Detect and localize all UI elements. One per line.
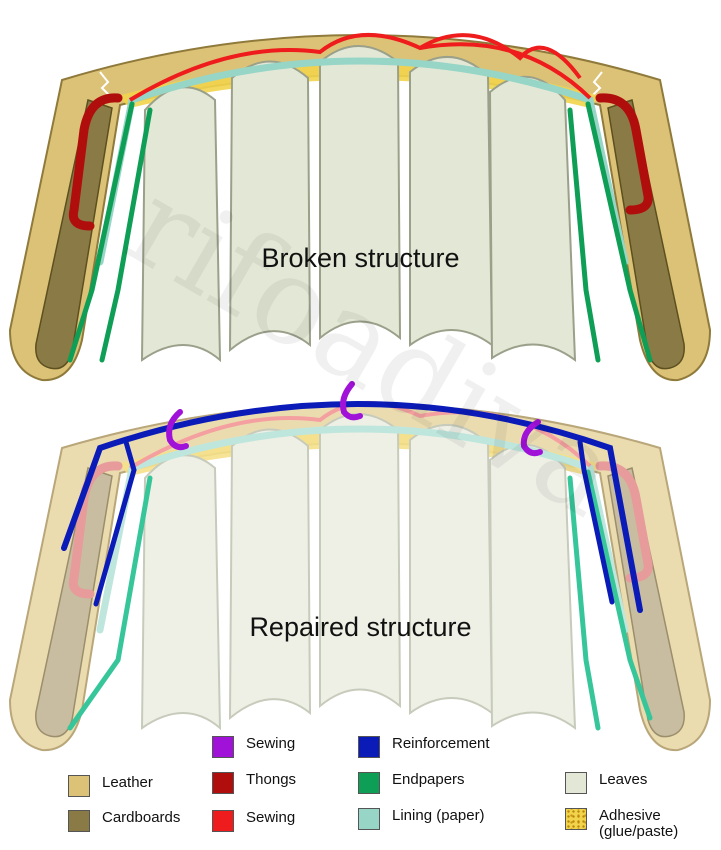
legend-label-reinforcement: Reinforcement [392, 735, 490, 752]
swatch-adhesive [565, 808, 587, 830]
leaf-gathering [319, 45, 402, 341]
legend-item-thongs: Thongs [212, 772, 296, 794]
legend-label-lining: Lining (paper) [392, 807, 485, 824]
legend-item-leather: Leather [68, 775, 153, 797]
swatch-endpapers [358, 772, 380, 794]
legend-item-reinforcement: Reinforcement [358, 736, 490, 758]
spine-crack-right [591, 71, 603, 97]
endpaper-left [67, 475, 153, 731]
endpaper-left [67, 101, 135, 363]
swatch-cardboards [68, 810, 90, 832]
swatch-sewing-red [212, 810, 234, 832]
repaired-structure-title: Repaired structure [249, 612, 472, 642]
legend-label-sewing-purple: Sewing [246, 735, 296, 752]
lining-paper [96, 57, 629, 266]
thong-right [595, 93, 653, 215]
thong-left [68, 93, 123, 231]
swatch-lining [358, 808, 380, 830]
spine-crack-left [99, 71, 111, 97]
swatch-reinforcement [358, 736, 380, 758]
legend-label-adhesive: Adhesive (glue/paste) [599, 807, 679, 840]
endpaper-right [585, 101, 653, 363]
legend-label-sewing-red: Sewing [246, 809, 296, 826]
sewing-loop [418, 33, 582, 80]
leaf-gathering [228, 60, 312, 353]
endpaper-left-inner [99, 107, 153, 363]
leaf-gathering [140, 454, 222, 731]
repair-stitch [340, 381, 363, 421]
broken-structure-diagram [8, 32, 712, 382]
legend-label-cardboards: Cardboards [102, 809, 181, 826]
swatch-leaves [565, 772, 587, 794]
legend-label-leaves: Leaves [599, 771, 648, 788]
repair-stitch [166, 409, 189, 451]
thong-left [68, 461, 123, 599]
reinforcement-inner-left [93, 439, 137, 607]
legend-item-sewing-purple: Sewing [212, 736, 295, 758]
leaf-gathering [488, 75, 577, 363]
endpaper-right-outer [585, 469, 653, 721]
leaf-gathering [228, 428, 312, 721]
legend-label-thongs: Thongs [246, 771, 297, 788]
legend-item-lining: Lining (paper) [358, 808, 485, 830]
swatch-leather [68, 775, 90, 797]
repair-stitch [520, 419, 543, 457]
legend-item-cardboards: Cardboards [68, 810, 180, 832]
leaves-block [140, 45, 577, 363]
endpaper-right-inner [567, 107, 601, 363]
repaired-structure-diagram [8, 381, 712, 752]
leaf-gathering [319, 413, 402, 709]
legend-item-adhesive: Adhesive (glue/paste) [565, 808, 678, 840]
broken-structure-title: Broken structure [261, 243, 460, 273]
legend-label-leather: Leather [102, 774, 153, 791]
reinforcement-inner-right [577, 439, 615, 605]
leaves-block [140, 413, 577, 731]
swatch-sewing-purple [212, 736, 234, 758]
legend-label-endpapers: Endpapers [392, 771, 465, 788]
endpaper-right [567, 475, 601, 731]
legend-item-leaves: Leaves [565, 772, 647, 794]
swatch-thongs [212, 772, 234, 794]
legend-item-endpapers: Endpapers [358, 772, 465, 794]
reinforcement-strip [61, 401, 643, 613]
legend-item-sewing-red: Sewing [212, 810, 295, 832]
